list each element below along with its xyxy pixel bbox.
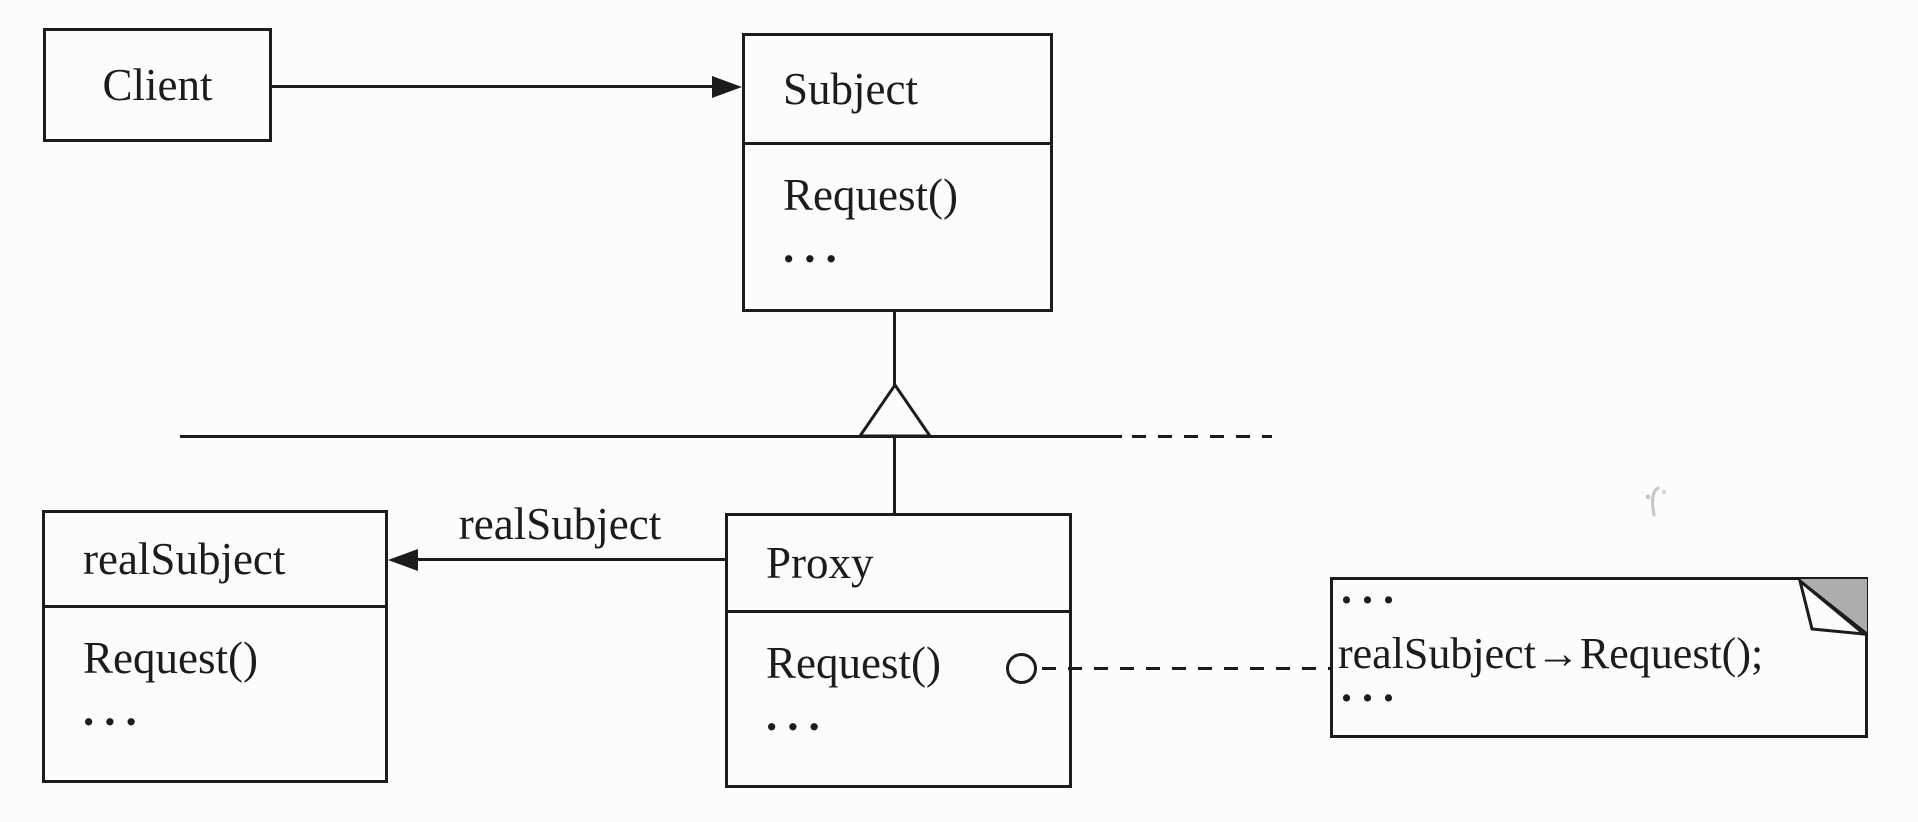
note-fold-icon [1797,576,1869,636]
arrowhead-left-icon [388,549,418,571]
ink-smudge-artifact [1645,486,1666,517]
proxy-method-ellipsis: ... [766,690,830,740]
generalization-bar-dashed-end [1132,435,1272,438]
subject-class-name: Subject [745,36,1050,145]
realsubject-method-ellipsis: ... [83,685,147,735]
realsubject-class-name: realSubject [45,513,385,608]
note-ellipsis-bottom: ... [1341,662,1404,711]
code-note-box: ... realSubject→Request(); ... [1330,566,1868,738]
note-ellipsis-top: ... [1341,564,1404,613]
proxy-method-request: Request() [766,638,941,688]
proxy-inheritance-stem [893,438,896,515]
realsubject-methods: Request() ... [45,608,385,733]
realsubject-class-box: realSubject Request() ... [42,510,388,783]
proxy-realsubject-association-line [414,558,725,561]
inheritance-triangle-icon [857,382,933,438]
subject-inheritance-stem [893,310,896,385]
subject-method-request: Request() [783,170,958,220]
subject-methods: Request() ... [745,145,1050,270]
note-code-line: realSubject→Request(); [1338,629,1764,678]
client-class-name: Client [102,60,213,110]
arrowhead-right-icon [712,76,742,98]
proxy-class-name: Proxy [728,516,1069,613]
proxy-realsubject-association-label: realSubject [458,499,662,549]
generalization-bar [180,435,1122,438]
annotation-circle-icon [1006,653,1037,684]
client-subject-association-line [272,85,716,88]
subject-class-box: Subject Request() ... [742,33,1053,312]
note-dashed-connector [1042,667,1330,670]
realsubject-method-request: Request() [83,633,258,683]
proxy-methods: Request() ... [728,613,1069,738]
client-class-box: Client [43,28,272,142]
proxy-class-box: Proxy Request() ... [725,513,1072,788]
subject-method-ellipsis: ... [783,222,847,272]
